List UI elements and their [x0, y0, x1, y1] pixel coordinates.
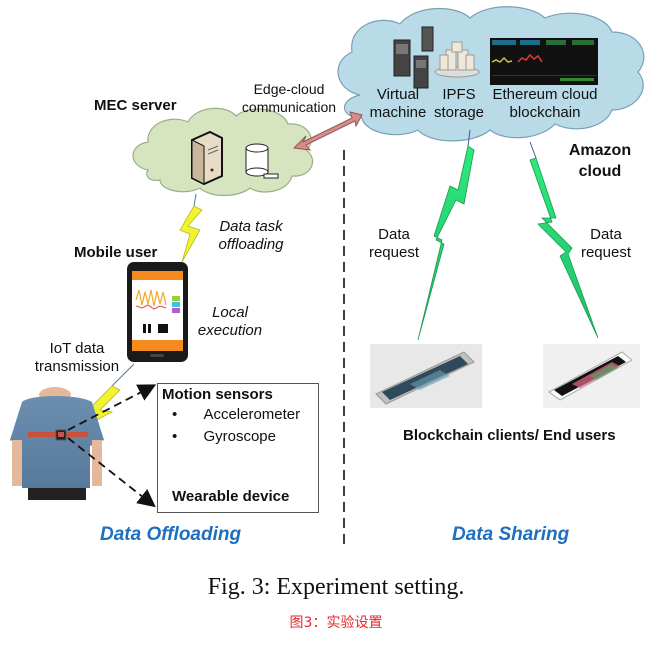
local-label-line1: Local [212, 304, 248, 321]
database-icon [245, 143, 279, 179]
ipfs-storage-label: IPFS storage [428, 86, 490, 122]
edge-cloud-label-line2: communication [241, 99, 337, 115]
edge-cloud-communication-label: Edge-cloud communication [234, 80, 344, 116]
local-label-line2: execution [197, 322, 263, 339]
ipfs-storage-label-line2: storage [433, 104, 485, 121]
request-right-line1: Data [590, 226, 622, 243]
amazon-title-line1: Amazon [568, 142, 632, 159]
request-left-line2: request [368, 244, 420, 261]
bullet-icon: • [172, 406, 178, 423]
iot-label-line2: transmission [34, 358, 120, 375]
request-right-line2: request [580, 244, 632, 261]
figure-caption: Fig. 3: Experiment setting. [207, 574, 465, 600]
data-request-label-left: Data request [364, 226, 424, 262]
edge-cloud-arrow [292, 111, 363, 151]
bullet-icon: • [172, 428, 178, 445]
virtual-machine-label: Virtual machine [368, 86, 428, 122]
data-request-label-right: Data request [576, 226, 636, 262]
sensor-item-label: Accelerometer [203, 406, 301, 423]
ethereum-blockchain-label: Ethereum cloud blockchain [484, 86, 606, 122]
virtual-machine-label-line2: machine [369, 104, 427, 121]
sensor-item-gyroscope: • Gyroscope [172, 428, 276, 446]
sensor-item-accelerometer: • Accelerometer [172, 406, 300, 424]
mobile-user-title: Mobile user [74, 244, 158, 261]
offload-wireless-bolt [179, 193, 203, 263]
ethereum-label-line2: blockchain [509, 104, 581, 121]
request-left-line1: Data [378, 226, 410, 243]
data-request-bolt-left [417, 129, 475, 341]
person-wearing-sensor [10, 387, 104, 500]
ipfs-storage-label-line1: IPFS [442, 86, 476, 103]
data-request-bolt-right [529, 141, 599, 339]
server-tower-icon [191, 130, 223, 186]
local-execution-label: Local execution [190, 304, 270, 340]
mec-server-title: MEC server [94, 97, 177, 114]
ipfs-storage-icon [434, 41, 480, 78]
amazon-cloud-title: Amazon cloud [560, 140, 640, 182]
sensor-item-label: Gyroscope [203, 428, 276, 445]
sensor-callout-arrow-top [67, 384, 157, 431]
amazon-title-line2: cloud [578, 163, 622, 180]
offload-label-line2: offloading [218, 236, 284, 253]
virtual-machine-icon [393, 26, 434, 89]
edge-cloud-label-line1: Edge-cloud [253, 81, 325, 97]
figure-caption-translation: 图3：实验设置 [289, 615, 383, 631]
section-title-data-sharing: Data Sharing [452, 524, 570, 545]
virtual-machine-label-line1: Virtual [376, 86, 420, 103]
section-title-data-offloading: Data Offloading [100, 524, 242, 545]
blockchain-clients-label: Blockchain clients/ End users [403, 427, 616, 444]
offload-label-line1: Data task [219, 218, 283, 235]
wearable-device-label: Wearable device [172, 488, 290, 505]
client-phone-left [370, 344, 482, 408]
iot-data-transmission-label: IoT data transmission [24, 340, 130, 376]
client-phone-right [543, 344, 640, 408]
motion-sensors-title: Motion sensors [162, 386, 273, 403]
iot-label-line1: IoT data [49, 340, 105, 357]
data-task-offloading-label: Data task offloading [206, 218, 296, 254]
mobile-user-phone [127, 262, 188, 362]
ethereum-label-line1: Ethereum cloud [492, 86, 598, 103]
motion-sensors-box: Motion sensors • Accelerometer • Gyrosco… [157, 383, 319, 513]
ethereum-dashboard-screenshot [490, 38, 598, 85]
sensor-callout-arrow-bottom [67, 437, 156, 508]
